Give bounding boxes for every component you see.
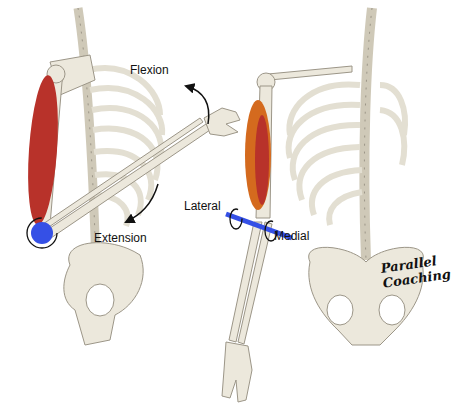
motion-label: Flexion <box>130 64 169 78</box>
axis-label: Lateral <box>184 200 221 214</box>
motion-label: Extension <box>94 232 147 246</box>
axis-label: Medial <box>274 230 309 244</box>
